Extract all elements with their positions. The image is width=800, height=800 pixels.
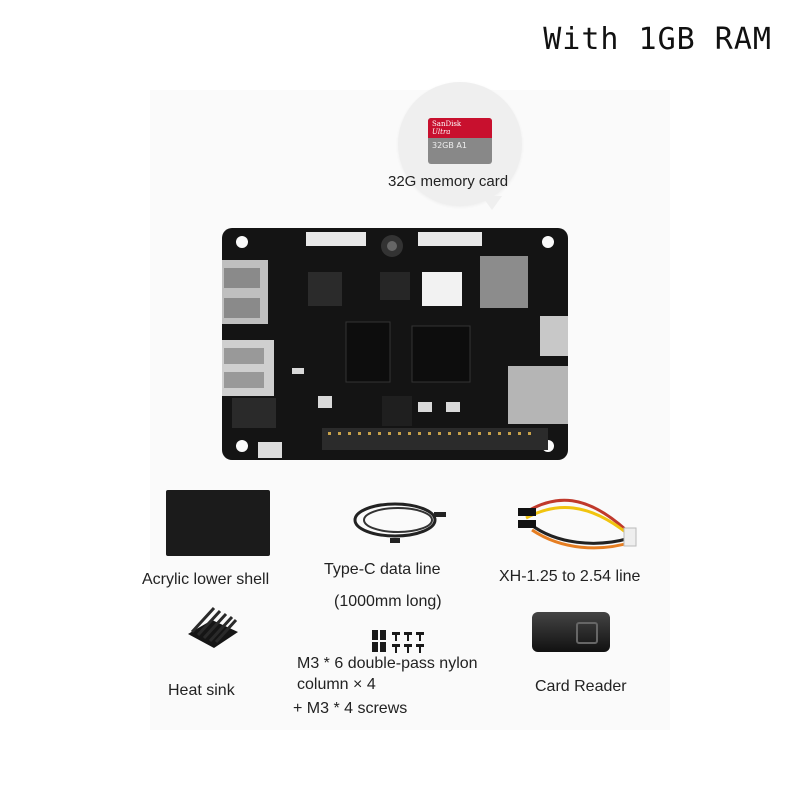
nylon-label-line2: column × 4 xyxy=(297,676,376,693)
card-line: Ultra xyxy=(432,128,451,136)
card-reader-image xyxy=(532,612,610,652)
heat-sink-image xyxy=(188,606,238,648)
xh-cable-image xyxy=(518,498,637,550)
circuit-board-image xyxy=(222,228,568,460)
card-marks: A1 xyxy=(456,141,467,150)
card-reader-label: Card Reader xyxy=(535,678,627,695)
heat-sink-label: Heat sink xyxy=(168,682,235,699)
acrylic-shell-image xyxy=(166,490,270,556)
nylon-label-line3: + M3 * 4 screws xyxy=(293,700,408,717)
card-brand: SanDisk xyxy=(432,120,462,128)
card-reader-logo-icon xyxy=(576,622,598,644)
usb-c-cable-image xyxy=(353,502,446,543)
typec-label-line2: (1000mm long) xyxy=(334,593,442,610)
nylon-label-line1: M3 * 6 double-pass nylon xyxy=(297,655,478,672)
typec-label-line1: Type-C data line xyxy=(324,561,441,578)
bubble-tail xyxy=(482,196,502,210)
page-title: With 1GB RAM xyxy=(543,22,772,57)
screws-image xyxy=(372,630,424,653)
xh-line-label: XH-1.25 to 2.54 line xyxy=(499,568,641,585)
memory-card-label: 32G memory card xyxy=(388,173,509,190)
acrylic-shell-label: Acrylic lower shell xyxy=(142,571,270,588)
card-capacity: 32GB xyxy=(432,141,454,150)
